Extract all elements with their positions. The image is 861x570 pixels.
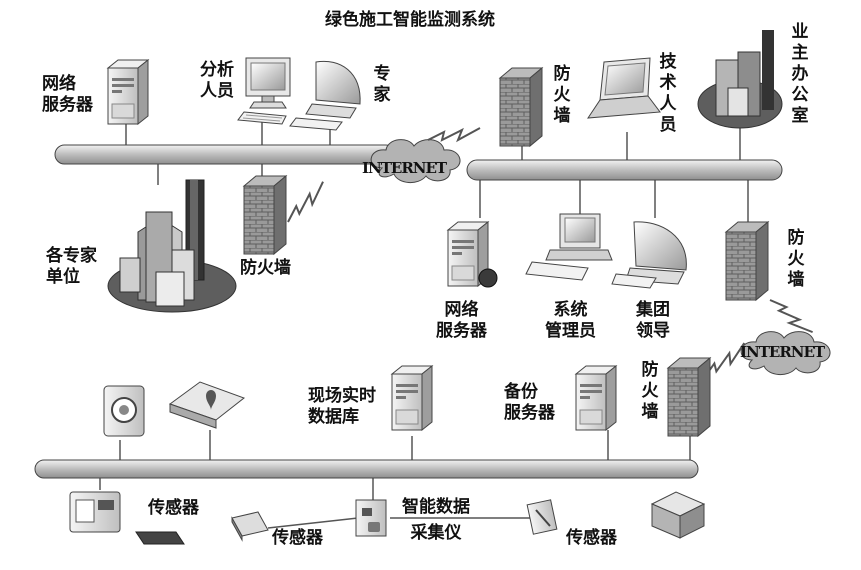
expert-units-label: 各专家 单位 bbox=[46, 246, 97, 287]
network-server-label: 网络 服务器 bbox=[42, 74, 93, 115]
laptop-icon bbox=[587, 57, 661, 119]
firewall-right-icon bbox=[725, 221, 769, 301]
backup-server-label: 备份 服务器 bbox=[504, 382, 555, 423]
backup-server-icon bbox=[575, 365, 617, 431]
firewall-left-label: 防火墙 bbox=[240, 258, 291, 278]
data-collector-icon bbox=[355, 499, 387, 537]
expert-units-building-icon bbox=[107, 179, 237, 313]
firewall-top-icon bbox=[499, 67, 543, 147]
analyst-label: 分析 人员 bbox=[200, 60, 234, 101]
firewall-right-label: 防火墙 bbox=[787, 228, 805, 290]
lightning-top-right-icon bbox=[427, 127, 481, 141]
data-collector-label: 智能数据 采集仪 bbox=[402, 497, 470, 543]
top-left-bus bbox=[54, 144, 396, 165]
globe-icon bbox=[478, 268, 498, 288]
leader-computer-icon bbox=[611, 221, 687, 289]
detector-device-icon bbox=[168, 381, 246, 429]
expert-label: 专家 bbox=[373, 64, 391, 105]
admin-computer-icon bbox=[525, 213, 613, 281]
network-server-icon bbox=[107, 59, 149, 125]
owner-office-building-icon bbox=[697, 30, 783, 129]
tech-staff-label: 技术人员 bbox=[659, 52, 677, 135]
firewall-top-label: 防火墙 bbox=[553, 64, 571, 126]
diagram-title: 绿色施工智能监测系统 bbox=[325, 10, 495, 30]
internet-top-label: INTERNET bbox=[362, 159, 447, 177]
sensor-device-icon bbox=[69, 491, 185, 545]
firewall-bottom-icon bbox=[667, 357, 711, 437]
top-right-bus bbox=[466, 159, 783, 181]
bottom-bus bbox=[34, 459, 699, 479]
sensor-label-1: 传感器 bbox=[148, 498, 199, 518]
sensor-label-3: 传感器 bbox=[566, 528, 617, 548]
firewall-left-icon bbox=[243, 175, 287, 255]
internet-right-label: INTERNET bbox=[740, 343, 825, 361]
network-server-mid-label: 网络 服务器 bbox=[436, 300, 487, 341]
firewall-bottom-label: 防火墙 bbox=[641, 360, 659, 422]
lightning-left-icon bbox=[279, 180, 332, 223]
owner-office-label: 业主办公室 bbox=[791, 22, 809, 126]
sensor-device-2-icon bbox=[231, 511, 269, 542]
analyst-computer-icon bbox=[237, 57, 291, 125]
realtime-db-label: 现场实时 数据库 bbox=[308, 386, 376, 427]
expert-computer-icon bbox=[289, 60, 361, 131]
group-leader-label: 集团 领导 bbox=[636, 300, 670, 341]
realtime-database-server-icon bbox=[391, 365, 433, 431]
sys-admin-label: 系统 管理员 bbox=[545, 300, 596, 341]
sensor-label-2: 传感器 bbox=[272, 528, 323, 548]
switch-device-icon bbox=[650, 491, 706, 539]
sensor-device-3-icon bbox=[526, 499, 558, 535]
camera-device-icon bbox=[103, 385, 145, 437]
